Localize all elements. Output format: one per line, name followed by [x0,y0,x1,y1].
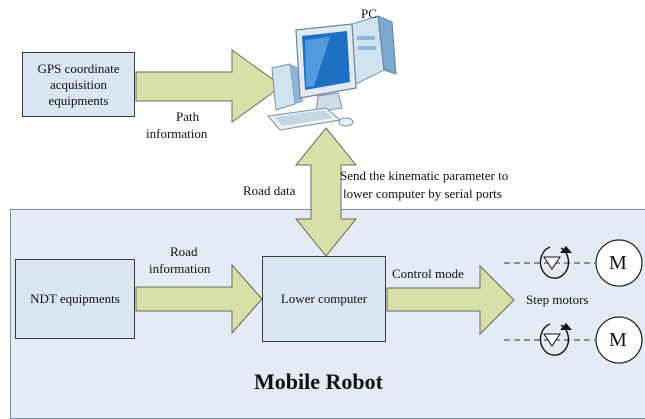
motor-assembly-2 [504,316,643,364]
road-information-line1: Road [170,244,198,259]
control-mode-label: Control mode [392,266,464,281]
lower-computer-box: Lower computer [262,256,386,342]
pc-label: PC [361,6,377,21]
motor-assembly-1 [504,239,643,287]
send-kinematic-line1: Send the kinematic parameter to [340,168,509,183]
motor-1-circle [595,239,643,287]
lower-computer-label: Lower computer [280,291,368,306]
step-motors-label: Step motors [526,292,589,307]
path-information-arrow [135,49,283,123]
ndt-equipment-box: NDT equipments [15,259,135,339]
road-data-label: Road data [243,183,296,198]
road-information-arrow [135,263,263,335]
send-kinematic-line2: lower computer by serial ports [343,186,502,201]
gps-equipment-label: GPS coordinate acquisition equipments [37,60,120,108]
mobile-robot-title: Mobile Robot [254,369,383,394]
pc-icon [267,15,397,131]
ndt-equipment-label: NDT equipments [30,291,120,306]
road-information-line2: information [149,261,211,276]
motor-1-symbol: M [609,252,627,274]
gps-equipment-box: GPS coordinate acquisition equipments [22,52,135,117]
motor-2-symbol: M [609,329,627,351]
control-mode-arrow [386,264,515,336]
motor-2-circle [595,316,643,364]
path-information-line2: information [146,126,208,141]
path-information-line1: Path [176,109,200,124]
